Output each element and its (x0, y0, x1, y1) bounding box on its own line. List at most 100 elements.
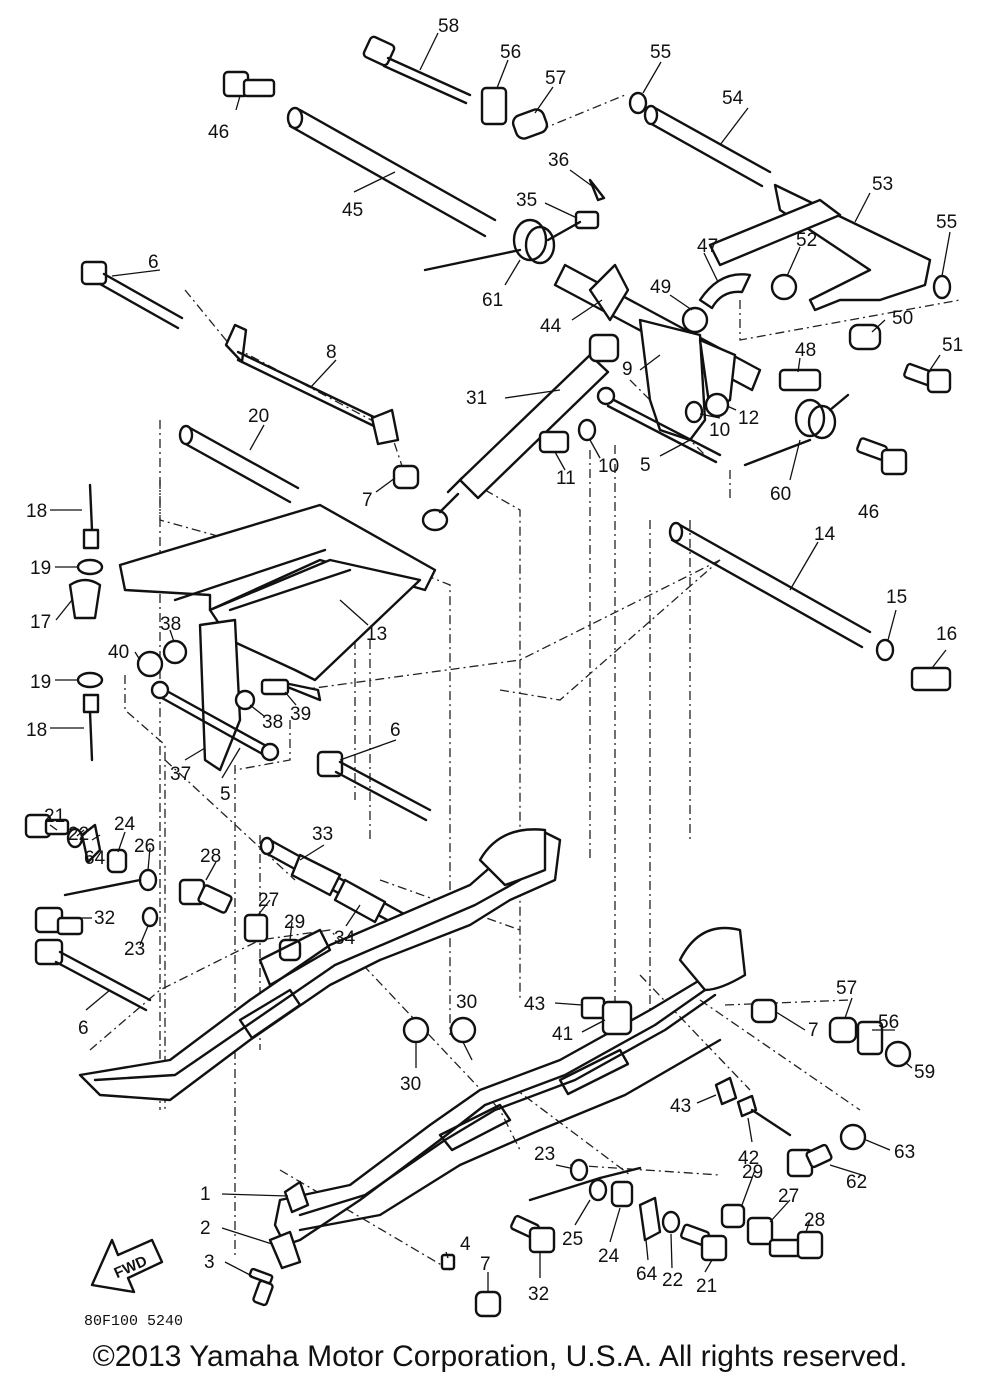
spring-60 (743, 393, 850, 467)
callout-2: 2 (200, 1218, 211, 1239)
roller-34 (290, 853, 387, 924)
bolt-58 (362, 35, 472, 105)
washer-55-top (628, 91, 648, 115)
pin-18-upper (82, 483, 100, 550)
shaft-33 (259, 836, 417, 934)
callout-28-upper: 28 (200, 846, 221, 867)
bracket-41 (601, 1000, 633, 1036)
part-1 (283, 1180, 310, 1214)
pin-4 (440, 1253, 456, 1271)
callout-10-left: 10 (598, 456, 619, 477)
callout-3: 3 (204, 1252, 215, 1273)
callout-55: 55 (650, 42, 671, 63)
callout-6-top: 6 (148, 252, 159, 273)
callout-64-left: 64 (84, 848, 106, 869)
callout-37: 37 (170, 764, 191, 785)
bolt-5-lower (150, 680, 280, 762)
bolt-5-top (596, 386, 722, 464)
callout-38-top: 38 (160, 614, 181, 635)
bolt-32-right (510, 1214, 556, 1254)
callout-6-lower: 6 (78, 1018, 89, 1039)
spring-61 (423, 218, 582, 272)
collar-24-left (106, 848, 128, 874)
rod-8 (224, 323, 400, 446)
callout-18-top: 18 (26, 501, 47, 522)
callout-13: 13 (366, 624, 387, 645)
screw-42 (736, 1094, 792, 1137)
callout-29-lower: 29 (742, 1162, 763, 1183)
bolt-11 (538, 430, 570, 454)
callout-19-top: 19 (30, 558, 51, 579)
washer-15 (875, 638, 895, 662)
callout-40: 40 (108, 642, 129, 663)
bolt-3 (248, 1267, 274, 1307)
collar-57-top (511, 108, 549, 140)
callout-51: 51 (942, 335, 963, 356)
bolt-6-middle (316, 750, 432, 822)
plate-64-right (638, 1196, 662, 1242)
callout-4: 4 (460, 1234, 471, 1255)
callout-56-right: 56 (878, 1012, 899, 1033)
bracket-27-upper (243, 913, 269, 943)
callout-60: 60 (770, 484, 791, 505)
callout-61: 61 (482, 290, 503, 311)
callout-43-upper: 43 (524, 994, 545, 1015)
callout-56: 56 (500, 42, 521, 63)
slide-rail-right (273, 926, 747, 1247)
copyright-notice: ©2013 Yamaha Motor Corporation, U.S.A. A… (92, 1340, 908, 1373)
bracket-56-top (480, 86, 508, 126)
bolt-46-right (856, 437, 908, 476)
washer-23-left (141, 906, 159, 928)
bolt-51 (903, 362, 952, 394)
collar-49 (681, 306, 709, 334)
callout-44: 44 (540, 316, 562, 337)
callout-30-lower: 30 (400, 1074, 421, 1095)
callout-17: 17 (30, 612, 51, 633)
callout-21-left: 21 (44, 806, 65, 827)
shaft-20 (178, 424, 300, 504)
collar-24-right (610, 1180, 634, 1208)
arm-53 (708, 183, 932, 312)
callout-5-lower: 5 (220, 784, 231, 805)
nut-52 (770, 273, 798, 301)
callout-22-left: 22 (68, 824, 89, 845)
callout-46: 46 (208, 122, 229, 143)
bushing-17 (68, 578, 102, 620)
callout-31: 31 (466, 388, 487, 409)
callout-49: 49 (650, 277, 671, 298)
bolt-28-lower (768, 1230, 824, 1260)
bolt-48 (778, 368, 822, 392)
callout-53: 53 (872, 174, 893, 195)
callout-18-lower: 18 (26, 720, 47, 741)
callout-43-lower: 43 (670, 1096, 691, 1117)
callout-7-top: 7 (362, 490, 373, 511)
callout-10-right: 10 (709, 420, 730, 441)
slide-rail-left (78, 828, 562, 1102)
callout-39: 39 (290, 704, 311, 725)
callout-14: 14 (814, 524, 836, 545)
pin-18-lower (82, 693, 100, 762)
callout-41: 41 (552, 1024, 573, 1045)
nut-30-right (449, 1016, 477, 1044)
callout-labels: 58 56 55 57 54 46 36 35 45 53 55 52 6 47… (26, 16, 963, 1305)
callout-26: 26 (134, 836, 155, 857)
callout-45: 45 (342, 200, 363, 221)
shock-31 (421, 333, 620, 532)
bolt-28-upper (178, 878, 233, 914)
callout-59: 59 (914, 1062, 935, 1083)
bolt-21-left (24, 813, 70, 839)
spring-26 (63, 868, 158, 897)
collar-29-lower (720, 1203, 746, 1229)
callout-57-right: 57 (836, 978, 857, 999)
callout-52: 52 (796, 230, 817, 251)
callout-58: 58 (438, 16, 459, 37)
callout-15: 15 (886, 587, 907, 608)
swing-arm-13 (118, 503, 437, 772)
bolt-32-left (34, 906, 84, 936)
callout-57: 57 (545, 68, 566, 89)
callout-11: 11 (556, 468, 576, 489)
callout-7-right: 7 (808, 1020, 819, 1041)
callout-16: 16 (936, 624, 957, 645)
nut-7-top (392, 464, 420, 490)
